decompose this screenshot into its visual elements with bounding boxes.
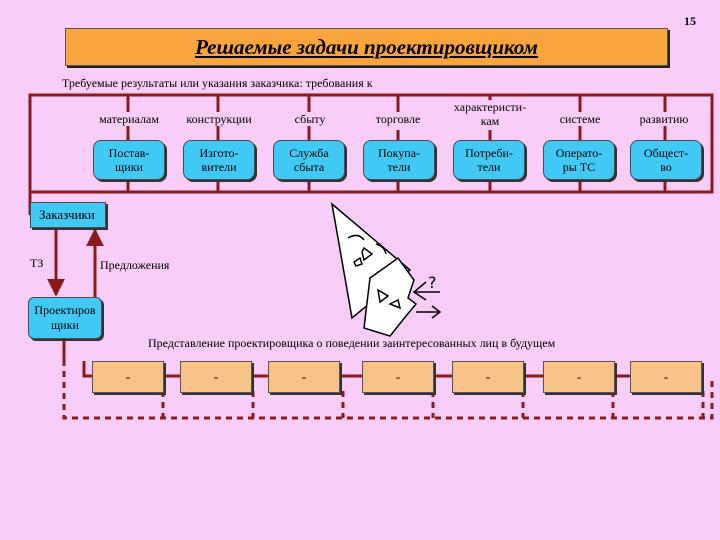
req-trade: торговле — [364, 112, 432, 126]
stakeholder-sales-service: Служба сбыта — [273, 140, 345, 180]
customers-box: Заказчики — [30, 202, 106, 228]
requirements-subtitle: Требуемые результаты или указания заказч… — [62, 76, 373, 90]
stakeholder-operators: Операто- ры ТС — [543, 140, 615, 180]
designers-box: Проектиров щики — [28, 297, 102, 339]
stakeholder-society: Общест- во — [630, 140, 702, 180]
title-box: Решаемые задачи проектировщиком — [65, 28, 668, 66]
proposals-label: Предложения — [100, 258, 170, 272]
representation-text: Представление проектировщика о поведении… — [148, 336, 556, 350]
outcome-box: - — [362, 361, 434, 393]
outcome-box: - — [543, 361, 615, 393]
req-development: развитию — [628, 112, 700, 126]
req-system: системе — [548, 112, 612, 126]
page-title: Решаемые задачи проектировщиком — [195, 34, 538, 59]
designer-illustration: ? — [330, 202, 442, 337]
req-sales: сбыту — [280, 112, 340, 126]
tz-label: ТЗ — [30, 256, 44, 270]
outcome-box: - — [268, 361, 340, 393]
page-number: 15 — [684, 14, 696, 28]
stakeholder-suppliers: Постав- щики — [93, 140, 165, 180]
stakeholder-manufacturers: Изгото- вители — [183, 140, 255, 180]
outcome-box: - — [180, 361, 252, 393]
stakeholder-consumers: Потреби- тели — [453, 140, 525, 180]
req-characteristics: характеристи- кам — [444, 100, 536, 128]
outcome-box: - — [452, 361, 524, 393]
req-materials: материалам — [90, 112, 168, 126]
outcome-box: - — [92, 361, 164, 393]
req-construction: конструкции — [178, 112, 260, 126]
outcome-box: - — [630, 361, 702, 393]
stakeholder-buyers: Покупа- тели — [363, 140, 435, 180]
question-mark-icon: ? — [428, 273, 437, 292]
